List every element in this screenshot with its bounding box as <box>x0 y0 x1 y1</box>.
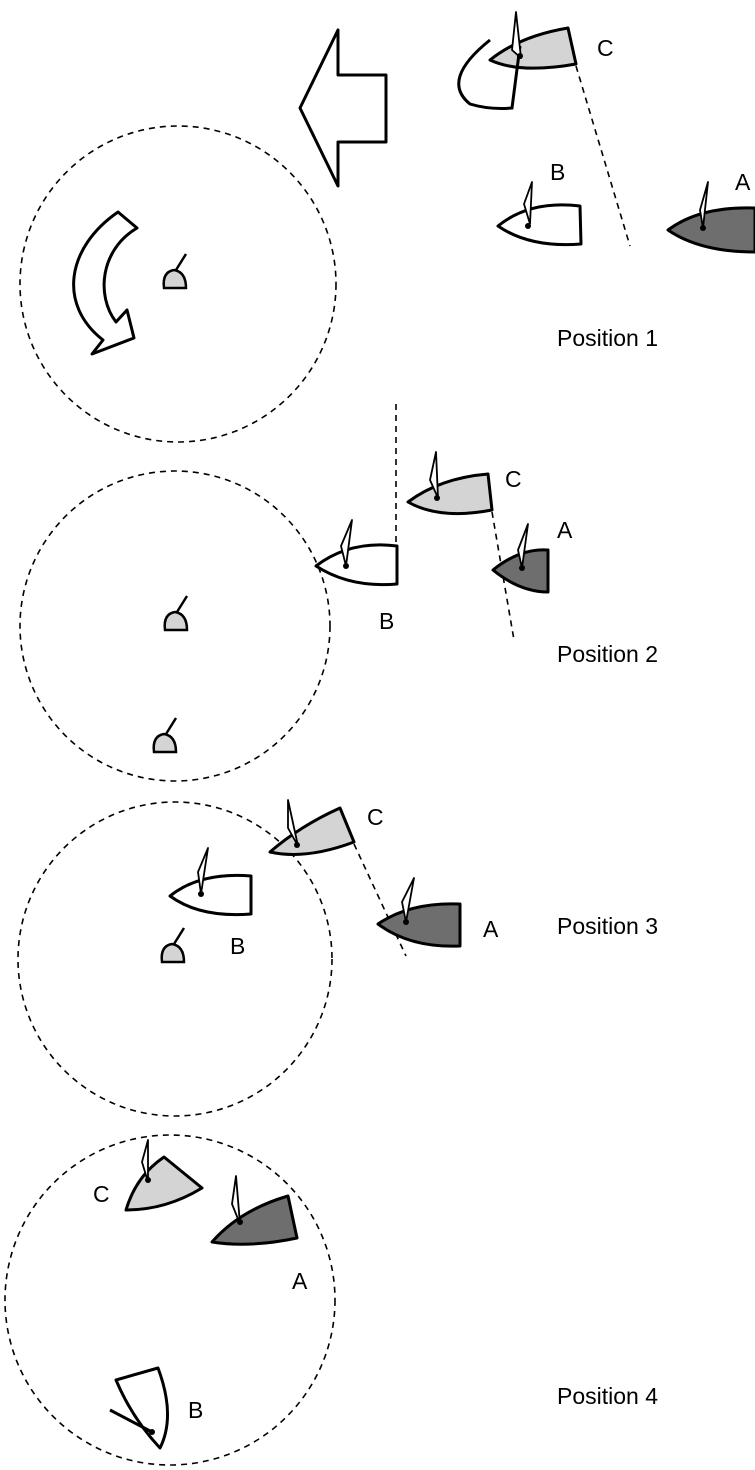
boat-b-label: B <box>230 933 245 959</box>
boat-a-label: A <box>483 916 499 942</box>
mark-icon <box>162 253 188 290</box>
position-2-label: Position 2 <box>557 641 658 667</box>
boat-c-icon <box>268 799 356 856</box>
position-1-group: C B A Position 1 <box>19 11 755 443</box>
mark-icon <box>160 927 186 964</box>
position-1-label: Position 1 <box>557 325 658 351</box>
position-3-zone-circle <box>17 801 333 1117</box>
boat-b-icon <box>314 519 399 587</box>
boat-b-icon <box>168 847 253 917</box>
boat-b-icon <box>109 1366 169 1450</box>
boat-b-label: B <box>188 1397 203 1423</box>
position-4-zone-circle <box>4 1134 336 1466</box>
boat-b-label: B <box>379 608 394 634</box>
boat-c-icon <box>406 451 494 516</box>
boat-c-icon <box>124 1139 204 1212</box>
boat-b-label: B <box>550 159 565 185</box>
mark-icon <box>163 595 189 632</box>
boat-c-label: C <box>597 35 614 61</box>
position-1-zone-circle <box>19 125 337 443</box>
boat-a-icon <box>491 523 550 594</box>
lay-line <box>353 843 407 957</box>
mark-icon <box>152 717 178 754</box>
boat-a-icon <box>210 1175 299 1246</box>
position-2-group: B C A Position 2 <box>19 404 658 782</box>
position-3-group: C B A Position 3 <box>17 799 658 1117</box>
boat-c-label: C <box>505 466 522 492</box>
boat-a-label: A <box>735 169 751 195</box>
boat-c-label: C <box>367 804 384 830</box>
boat-a-icon <box>376 877 462 948</box>
boat-b-icon <box>496 181 583 247</box>
position-3-label: Position 3 <box>557 913 658 939</box>
rounding-direction-arrow <box>72 210 139 356</box>
boat-a-label: A <box>557 517 573 543</box>
position-2-zone-circle <box>19 470 331 782</box>
boat-c-icon <box>457 11 578 110</box>
lay-line <box>575 65 631 247</box>
boat-a-label: A <box>292 1268 308 1294</box>
boat-c-label: C <box>93 1181 110 1207</box>
position-4-label: Position 4 <box>557 1383 658 1409</box>
boat-a-icon <box>666 181 755 254</box>
course-arrow <box>298 28 388 188</box>
position-4-group: C A B Position 4 <box>4 717 658 1466</box>
